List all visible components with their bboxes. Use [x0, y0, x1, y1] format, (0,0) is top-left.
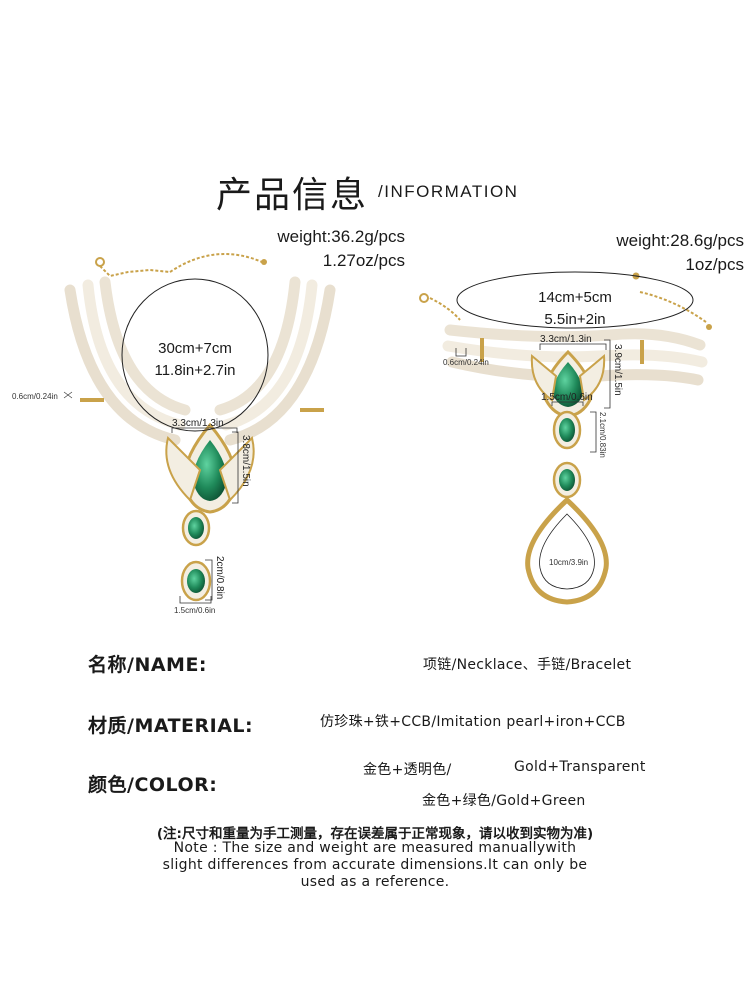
necklace-top-height: 3.8cm/1.5in — [240, 435, 251, 487]
bracelet-top-height: 3.9cm/1.5in — [612, 344, 623, 396]
necklace-image — [63, 253, 336, 604]
bracelet-weight-g: weight:28.6g/pcs — [616, 231, 744, 250]
necklace-weight-oz: 1.27oz/pcs — [322, 251, 405, 270]
bracelet-length-cm: 14cm+5cm — [538, 289, 612, 306]
spec-color-label: 颜色/COLOR: — [88, 774, 218, 796]
note-en-line2: slight differences from accurate dimensi… — [162, 857, 588, 873]
bracelet-length: 14cm+5cm 5.5in+2in — [510, 287, 640, 331]
necklace-drop-width: 1.5cm/0.6in — [174, 606, 216, 615]
page-title-cn: 产品信息 — [216, 175, 369, 216]
necklace-top-width: 3.3cm/1.3in — [172, 418, 224, 429]
bracelet-ring-size: 10cm/3.9in — [549, 558, 589, 567]
page-title-en: /INFORMATION — [378, 182, 519, 201]
bracelet-top-width: 3.3cm/1.3in — [540, 334, 592, 345]
necklace-length-cm: 30cm+7cm — [158, 340, 232, 357]
necklace-length: 30cm+7cm 11.8in+2.7in — [130, 338, 260, 382]
spec-color-value-1-en: Gold+Transparent — [514, 759, 646, 775]
necklace-weight: weight:36.2g/pcs 1.27oz/pcs — [277, 225, 405, 273]
spec-material-value: 仿珍珠+铁+CCB/Imitation pearl+iron+CCB — [320, 714, 626, 730]
bracelet-pearl-size: 0.6cm/0.24in — [443, 358, 489, 367]
necklace-length-in: 11.8in+2.7in — [154, 362, 236, 379]
note-en-line1: Note : The size and weight are measured … — [173, 840, 577, 856]
necklace-drop-height: 2cm/0.8in — [214, 556, 225, 600]
spec-material-label: 材质/MATERIAL: — [88, 715, 254, 737]
note-en-line3: used as a reference. — [300, 874, 450, 890]
bracelet-length-in: 5.5in+2in — [544, 311, 606, 328]
spec-color-value-2: 金色+绿色/Gold+Green — [422, 793, 586, 809]
bracelet-weight-oz: 1oz/pcs — [685, 255, 744, 274]
bracelet-weight: weight:28.6g/pcs 1oz/pcs — [616, 229, 744, 277]
bracelet-mid-height: 2.1cm/0.83in — [598, 412, 607, 458]
spec-name-value: 项链/Necklace、手链/Bracelet — [423, 657, 632, 673]
bracelet-image — [419, 271, 712, 605]
note-cn: (注:尺寸和重量为手工测量，存在误差属于正常现象，请以收到实物为准) — [156, 826, 594, 842]
bracelet-mid-width: 1.5cm/0.6in — [541, 392, 593, 403]
spec-color-value-1-cn: 金色+透明色/ — [363, 762, 452, 778]
spec-name-label: 名称/NAME: — [88, 654, 208, 676]
necklace-pearl-size: 0.6cm/0.24in — [12, 392, 58, 401]
necklace-weight-g: weight:36.2g/pcs — [277, 227, 405, 246]
